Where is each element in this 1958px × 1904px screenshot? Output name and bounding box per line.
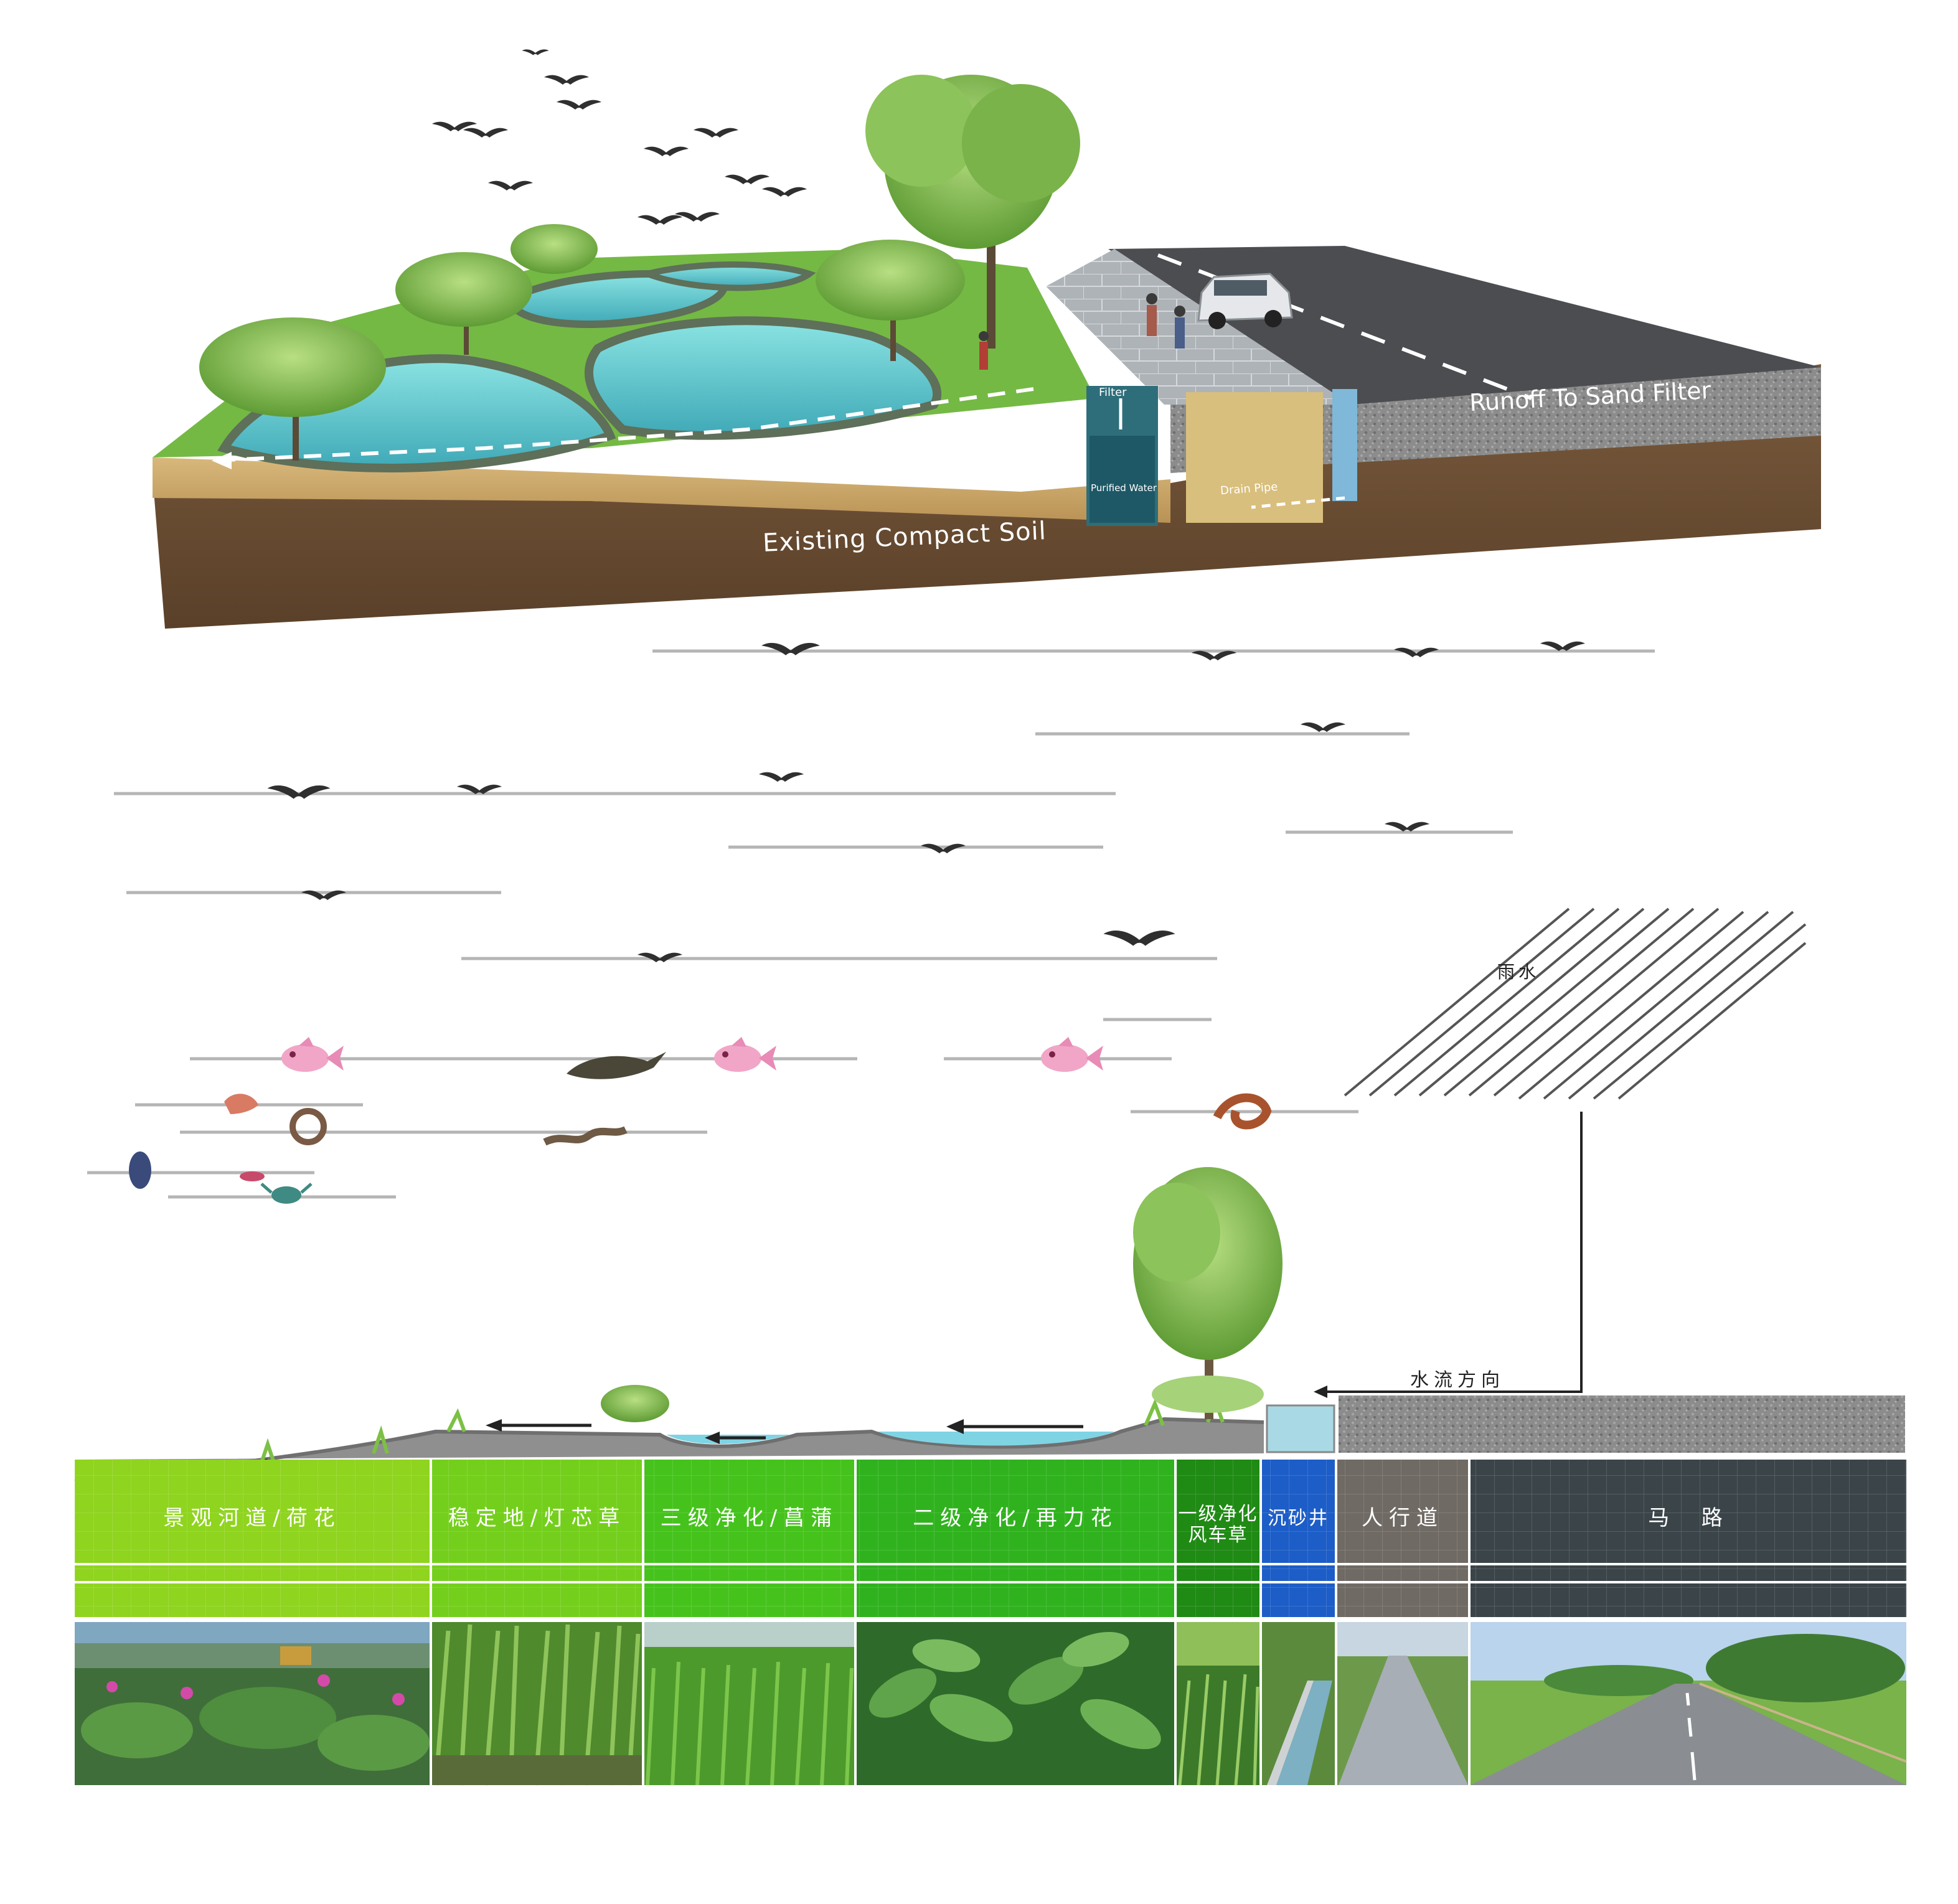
purified-water [1090,436,1155,523]
tree-icon [1152,1376,1264,1413]
snake-icon [543,1126,628,1146]
zone-separator-3 [75,1617,1906,1622]
bird-icon [1385,822,1429,832]
bird-icon [1103,931,1175,946]
tree-icon [199,317,386,461]
zone-label-sand-well: 沉砂井 [1268,1507,1329,1529]
bird-icon [488,181,533,190]
filter-label: Filter [1099,386,1127,399]
tree-icon [395,252,532,355]
grass-tufts [260,1394,1225,1463]
fish-icon [1041,1037,1103,1072]
bird-icon [644,146,689,156]
tree-icon [601,1385,669,1422]
road-top [1108,246,1821,405]
flow-arrow-ponds [211,387,1034,462]
purified-water-label: Purified Water [1091,482,1157,494]
bird-icon [759,772,804,782]
zone-bars [75,1460,1906,1622]
bird-icon [725,174,770,184]
photo-strip [75,1460,1907,1786]
person-icon [979,331,989,370]
bird-icon [762,187,807,197]
car-icon [1197,273,1293,329]
photo-walkway [1337,1622,1468,1785]
bird-icon [694,128,738,138]
tree-icon [816,240,965,361]
sand-well-box [1266,1404,1335,1453]
tree-icon [1133,1167,1283,1419]
zone-label-primary: 一级净化 风车草 [1178,1503,1258,1546]
species-birds [267,641,1585,962]
person-icon [1174,306,1185,349]
photo-highway [1471,1622,1907,1785]
snake-icon [1213,1093,1272,1130]
pond-upper [506,270,728,328]
pond-center [584,316,941,440]
sidewalk-top [1046,249,1351,405]
flow-direction-label: 水流方向 [1410,1369,1505,1391]
bird-icon [761,642,820,655]
bird-icon [544,75,589,85]
fish-icon [281,1037,344,1072]
flow-direction-arrowhead [1314,1386,1327,1398]
ground-profile [75,1419,1264,1481]
photo-reeds [432,1622,642,1786]
snake-icon [289,1108,327,1145]
bird-icon [522,49,549,55]
sand-layer [153,457,1170,523]
photo-grass-field [644,1622,854,1786]
zone-label-river: 景观河道/荷花 [163,1506,341,1531]
road-section [1339,1395,1905,1453]
tree-icon [865,75,1080,349]
species-aquatic [129,1037,1272,1204]
flow-direction-line [1323,1112,1583,1393]
person-icon [1146,293,1157,336]
bird-icon [463,128,508,138]
rain-label: 雨水 [1497,962,1540,982]
fish-icon [129,1151,151,1189]
flow-arrowhead [212,452,232,469]
fish-icon [714,1037,776,1072]
bird-icon [1301,722,1345,732]
section-profile [74,1167,1905,1483]
photo-lotus [75,1622,430,1785]
bird-icon [557,100,601,110]
bird-icon-flock [432,49,807,225]
soil-front-face [153,364,1821,629]
block-diagram [153,49,1821,629]
zone-label-secondary: 二级净化/再力花 [913,1506,1118,1531]
section-arrowhead-1 [946,1419,964,1434]
zone-label-road: 马 路 [1648,1506,1729,1531]
drain-shaft [1332,389,1357,501]
tree-icon [511,224,598,274]
zone-label-sidewalk: 人行道 [1362,1506,1444,1531]
bird-icon [638,215,682,225]
pond-top [637,261,816,291]
photo-thalia [857,1622,1174,1785]
fish-icon [240,1171,265,1181]
photo-separators [430,1460,1471,1785]
section-arrowhead-3 [486,1419,502,1432]
section-water-2 [878,1432,1114,1446]
section-arrowhead-2 [705,1432,720,1444]
shrimp-icon [224,1094,258,1114]
sand-chamber [1186,392,1323,523]
zone-label-tertiary: 三级净化/菖蒲 [660,1506,839,1531]
photo-channel [1262,1622,1335,1785]
zone-separator-2 [75,1581,1906,1583]
rain-hatch [1344,907,1807,1100]
crab-icon [260,1183,313,1204]
bird-icon [675,212,720,222]
zone-label-stable: 稳定地/灯芯草 [448,1506,626,1531]
photo-sedge [1177,1622,1259,1786]
drain-arrow [1251,496,1345,509]
lizard-icon [567,1052,666,1079]
zone-separator-1 [75,1563,1906,1565]
